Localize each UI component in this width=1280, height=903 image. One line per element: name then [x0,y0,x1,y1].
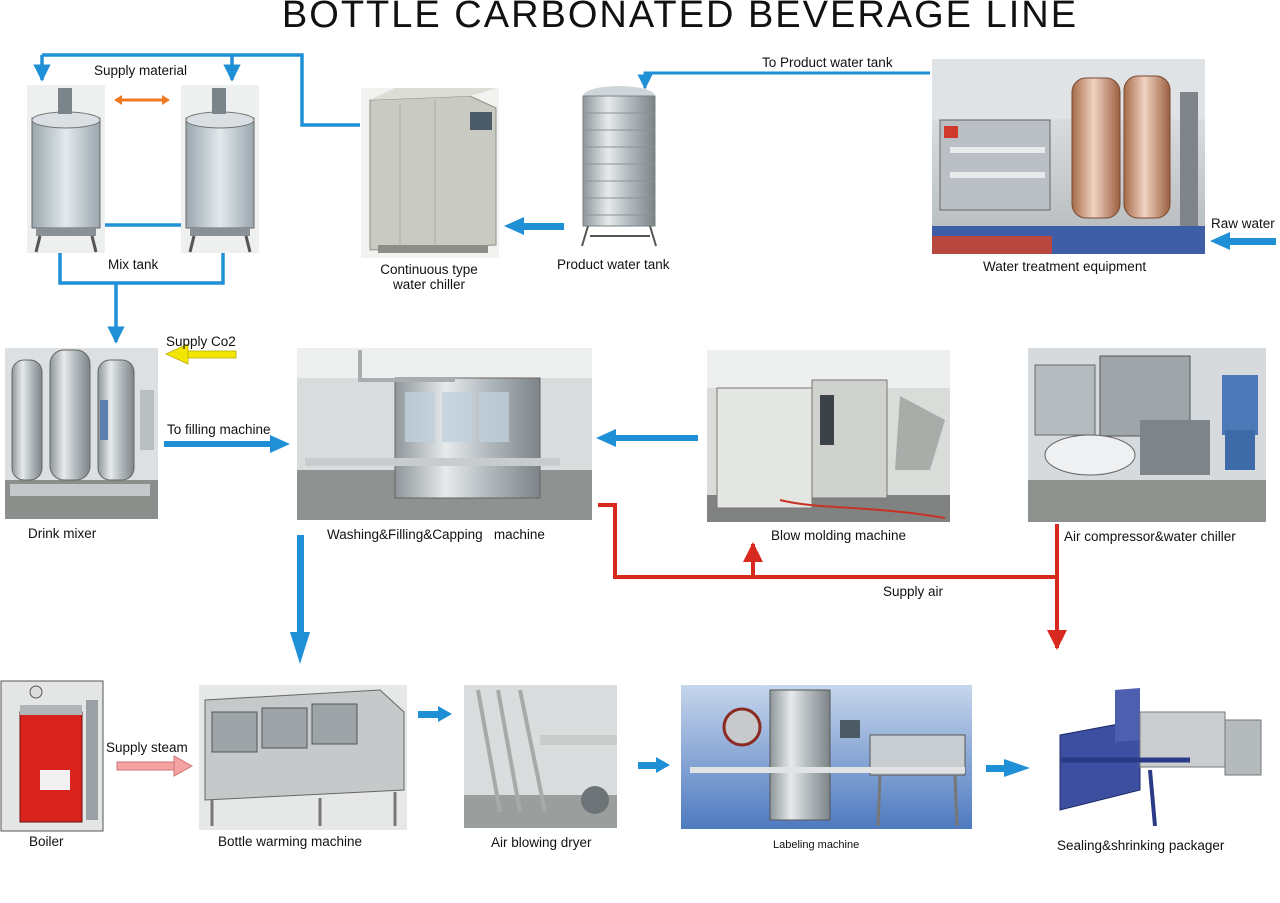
diagram-title: BOTTLE CARBONATED BEVERAGE LINE [281,0,1079,36]
drink-mixer-label: Drink mixer [28,526,97,541]
air-blowing-dryer-label: Air blowing dryer [491,835,592,850]
water-treatment-label: Water treatment equipment [983,259,1147,274]
air-blowing-dryer-image [464,685,617,828]
supply-co2-arrow [165,343,237,365]
supply-material-label: Supply material [94,63,188,78]
to-filling-machine-label: To filling machine [167,422,271,437]
bottle-warming-label: Bottle warming machine [218,834,363,849]
boiler-image [0,680,104,832]
washing-filling-capping-image [297,348,592,520]
supply-steam-arrow [116,755,194,777]
supply-air-label: Supply air [883,584,944,599]
to-product-water-tank-label: To Product water tank [762,55,893,70]
mix-tank-2-image [181,85,259,253]
chiller-label-line2: water chiller [392,277,466,292]
blow-molding-image [707,350,950,522]
product-water-tank-image [581,86,657,247]
mix-tank-1-image [27,85,105,253]
bottle-warming-image [199,685,407,830]
boiler-label: Boiler [29,834,64,849]
labeling-to-packager-arrow [986,759,1030,777]
mix-tank-outlet-line [58,253,225,344]
washing-filling-capping-label: Washing&Filling&Capping machine [327,527,545,542]
supply-steam-label: Supply steam [106,740,188,755]
water-chiller-image [361,88,499,258]
dryer-to-labeling-arrow [638,757,670,773]
tank-to-chiller-arrow [504,217,564,235]
chiller-label-line1: Continuous type [380,262,478,277]
to-filling-arrow [164,435,290,453]
raw-water-arrow [1210,232,1276,250]
blow-molding-label: Blow molding machine [771,528,907,543]
filling-down-arrow [290,535,310,664]
water-treatment-image [932,59,1205,254]
raw-water-label: Raw water [1211,216,1275,231]
labeling-machine-label: Labeling machine [773,839,860,851]
labeling-machine-image [681,685,972,829]
mix-tank-label: Mix tank [108,257,159,272]
air-compressor-image [1028,348,1266,522]
product-water-tank-label: Product water tank [557,257,670,272]
to-product-tank-line [637,71,930,90]
air-compressor-label: Air compressor&water chiller [1064,529,1236,544]
warming-to-dryer-arrow [418,706,452,722]
supply-co2-label: Supply Co2 [166,334,236,349]
sealing-shrinking-label: Sealing&shrinking packager [1057,838,1225,853]
material-exchange-arrow [114,95,170,105]
drink-mixer-image [5,348,158,519]
sealing-shrinking-image [1040,688,1265,830]
supply-air-lines [598,503,1067,650]
blow-to-filling-arrow [596,429,698,447]
material-feed-lines [33,53,360,127]
